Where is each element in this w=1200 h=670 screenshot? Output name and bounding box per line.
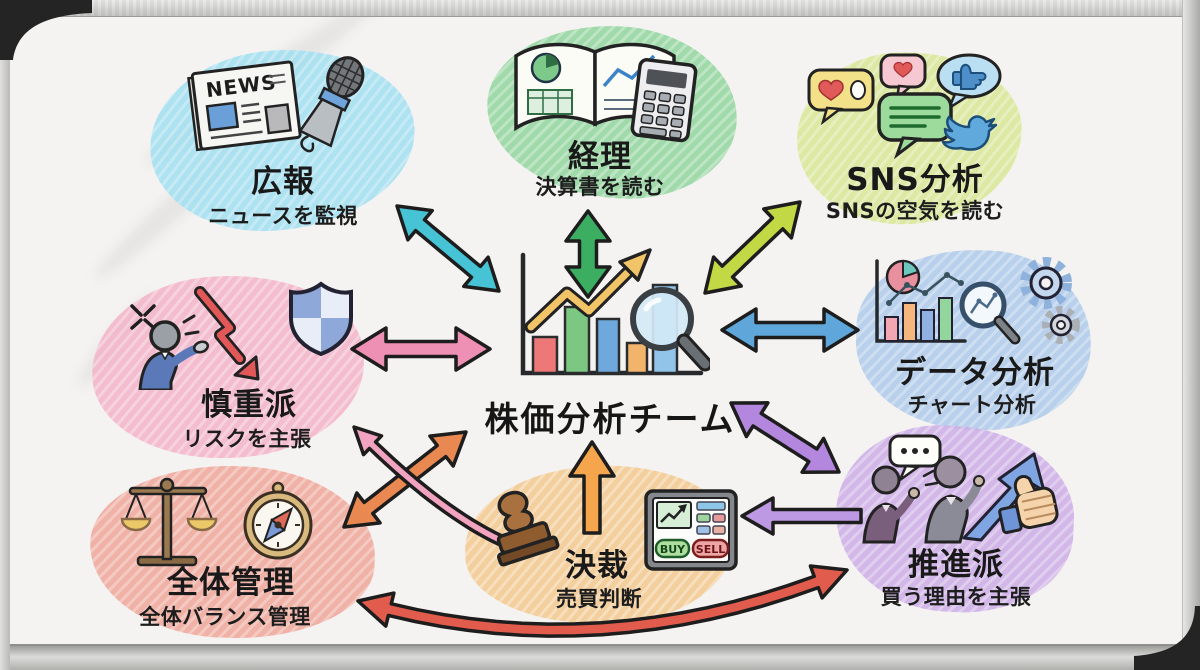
- calculator-icon: [630, 58, 698, 143]
- whiteboard-frame-bottom: [0, 644, 1200, 670]
- down-zigzag-arrow-icon: [194, 286, 260, 381]
- pr-icons: NEWS: [180, 46, 392, 168]
- businesspeople-icon: [862, 455, 985, 544]
- sns-title: SNS分析: [846, 162, 984, 198]
- thumbs-up-icon: [998, 475, 1059, 535]
- center-title: 株価分析チーム: [484, 400, 736, 440]
- sns-subtitle: SNSの空気を読む: [825, 199, 1005, 223]
- pr-title: 広報: [251, 164, 315, 200]
- promoters-icons: [848, 428, 1073, 546]
- arrow-data: [720, 307, 860, 353]
- compass-icon: [243, 481, 313, 560]
- pr-subtitle: ニュースを監視: [208, 204, 358, 228]
- cautious-subtitle: リスクを主張: [182, 427, 312, 451]
- data-subtitle: チャート分析: [907, 393, 1037, 417]
- whiteboard-frame-top: [0, 0, 1200, 17]
- accounting-title: 経理: [568, 139, 632, 175]
- angry-businessman-icon: [130, 304, 210, 390]
- gears-icon: [1020, 257, 1080, 344]
- cautious-title: 慎重派: [201, 387, 297, 423]
- magnifier-icon: [959, 281, 1021, 345]
- management-title: 全体管理: [167, 565, 295, 601]
- data-analysis-icons: [863, 253, 1081, 355]
- management-icons: [118, 473, 323, 573]
- accounting-icons: [498, 28, 703, 148]
- microphone-icon: [298, 56, 365, 153]
- buy-button: [654, 538, 691, 559]
- approval-title: 決裁: [565, 548, 629, 584]
- accounting-subtitle: 決算書を読む: [535, 175, 665, 199]
- sell-button: [691, 538, 730, 559]
- promoters-subtitle: 買う理由を主張: [880, 585, 1032, 609]
- promoters-title: 推進派: [908, 547, 1004, 583]
- thumbs-up-glyph: [952, 63, 987, 90]
- approval-subtitle: 売買判断: [556, 587, 642, 611]
- twitter-bird-icon: [941, 115, 998, 151]
- bar-chart-icon: [875, 259, 967, 343]
- whiteboard-frame-left: [0, 0, 10, 670]
- newspaper-icon: NEWS: [187, 60, 302, 152]
- speech-bubble-icon: [888, 434, 942, 487]
- cautious-icons: [108, 278, 363, 390]
- arrow-cautious: [350, 326, 492, 372]
- buy-sell-terminal-icon: BUY SELL: [643, 488, 739, 572]
- data-title: データ分析: [895, 355, 1055, 391]
- sns-icons: [803, 50, 1018, 168]
- shield-icon: [289, 281, 353, 357]
- buy-label: BUY: [660, 543, 686, 556]
- whiteboard-frame-right: [1182, 0, 1200, 670]
- chat-bubbles-icon: [807, 53, 1002, 160]
- sell-label: SELL: [696, 543, 725, 556]
- balance-scale-icon: [120, 477, 218, 567]
- stock-chart-magnifier-icon: [505, 245, 710, 395]
- management-subtitle: 全体バランス管理: [139, 605, 311, 629]
